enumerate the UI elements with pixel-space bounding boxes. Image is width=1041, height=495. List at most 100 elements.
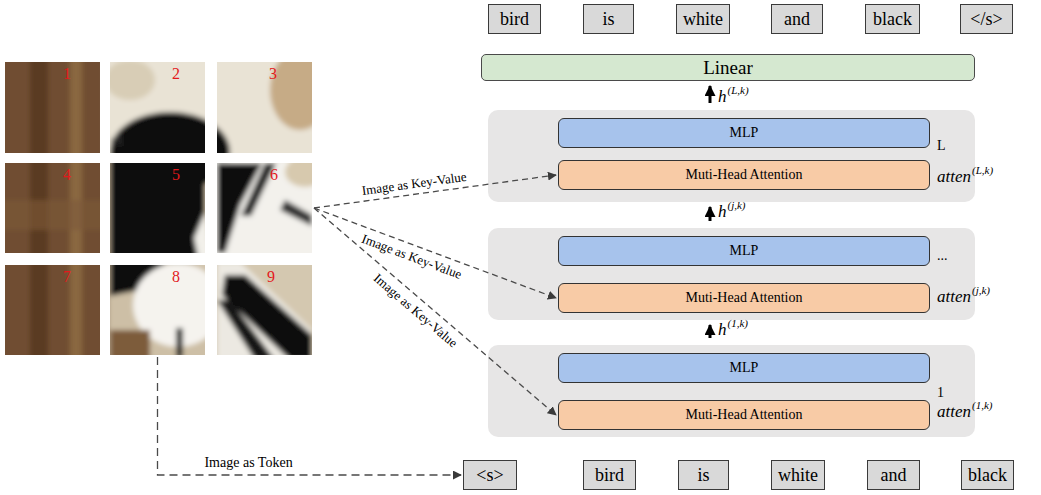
token-box: and xyxy=(867,460,920,490)
block-label: Muti-Head Attention xyxy=(685,290,802,306)
token-box: white xyxy=(676,4,730,34)
variable-name: atten xyxy=(937,402,971,421)
token-box: is xyxy=(583,4,634,34)
patch-number: 5 xyxy=(172,166,180,184)
token-text: bird xyxy=(500,9,529,30)
layer-index: ... xyxy=(937,248,948,264)
label-holder: h xyxy=(718,87,727,106)
label-holder: (j,k) xyxy=(728,195,746,213)
token-text: bird xyxy=(595,465,624,486)
block-label: MLP xyxy=(730,243,759,259)
label-holder: h xyxy=(718,320,727,339)
transformer-layer: ... MLP Muti-Head Attention xyxy=(488,228,975,320)
variable-name: h xyxy=(718,87,727,106)
token-text: black xyxy=(873,9,912,30)
token-text: white xyxy=(683,9,723,30)
token-text: black xyxy=(968,465,1007,486)
block-label: MLP xyxy=(730,125,759,141)
image-patch: 9 xyxy=(217,265,312,355)
dashed-arrow xyxy=(314,208,556,415)
edge-label-holder: Image as Key-Value xyxy=(368,267,463,352)
token-box: and xyxy=(771,4,823,34)
branch xyxy=(110,330,150,360)
linear-layer: Linear xyxy=(481,54,975,81)
edge-label: Image as Key-Value xyxy=(369,269,462,352)
token-box: bird xyxy=(583,460,636,490)
variable-name: atten xyxy=(937,167,971,186)
superscript-index: (L,k) xyxy=(972,164,993,177)
block-label: Muti-Head Attention xyxy=(685,407,802,423)
superscript-index: (1,k) xyxy=(972,399,992,412)
flow-arrow xyxy=(709,86,712,103)
variable-name: atten xyxy=(937,287,971,306)
block-label: Linear xyxy=(703,57,753,79)
image-patch: 2 xyxy=(110,62,205,153)
flow-arrow xyxy=(709,325,712,338)
mlp-block: MLP xyxy=(558,236,930,266)
mlp-block: MLP xyxy=(558,353,930,383)
patch-number: 4 xyxy=(63,166,71,184)
token-text: and xyxy=(784,9,810,30)
label-holder: atten xyxy=(937,287,971,306)
token-box: bird xyxy=(488,4,541,34)
attention-block: Muti-Head Attention xyxy=(558,400,930,430)
token-text: <s> xyxy=(476,465,503,486)
dashed-arrow xyxy=(314,208,556,298)
label-holder: h xyxy=(718,202,727,221)
patch-number: 3 xyxy=(269,65,277,83)
label-holder: (1,k) xyxy=(728,313,748,331)
token-box: <s> xyxy=(463,460,517,490)
bird-photo xyxy=(0,50,330,365)
label-holder: (L,k) xyxy=(728,80,749,98)
patch-number: 1 xyxy=(63,65,71,83)
block-label: MLP xyxy=(730,360,759,376)
image-patch: 6 xyxy=(217,163,312,253)
token-text: is xyxy=(697,465,709,486)
patch-number: 2 xyxy=(172,65,180,83)
token-text: white xyxy=(778,465,818,486)
label-holder: (j,k) xyxy=(972,280,990,298)
image-patch: 7 xyxy=(5,265,100,355)
layer-index: L xyxy=(937,138,946,154)
attention-block: Muti-Head Attention xyxy=(558,160,930,190)
bird-wing xyxy=(280,200,312,226)
patch-number: 8 xyxy=(172,268,180,286)
image-patch: 8 xyxy=(110,265,205,355)
edge-label: Image as Token xyxy=(202,455,294,471)
superscript-index: (L,k) xyxy=(728,84,749,97)
bird-wing xyxy=(217,163,262,253)
bird-white xyxy=(194,212,212,262)
attention-block: Muti-Head Attention xyxy=(558,283,930,313)
photo-ground xyxy=(212,262,322,362)
superscript-index: (j,k) xyxy=(972,284,990,297)
token-text: and xyxy=(881,465,907,486)
bark-streak xyxy=(0,200,105,230)
token-box: black xyxy=(865,4,920,34)
superscript-index: (j,k) xyxy=(728,199,746,212)
label-holder: atten xyxy=(937,167,971,186)
token-box: white xyxy=(771,460,825,490)
image-patch: 1 xyxy=(5,62,100,153)
token-text: </s> xyxy=(970,9,1002,30)
edge-label-holder: Image as Key-Value xyxy=(359,167,470,200)
leaf-blur xyxy=(285,157,325,187)
patch-number: 9 xyxy=(267,268,275,286)
edge-label: Image as Key-Value xyxy=(359,169,469,199)
edge-label-holder: Image as Token xyxy=(202,453,294,471)
flow-arrow xyxy=(709,207,712,221)
token-box: is xyxy=(678,460,729,490)
dashed-arrow xyxy=(158,357,462,475)
label-holder: (1,k) xyxy=(972,395,992,413)
patch-number: 6 xyxy=(270,166,278,184)
bird-wing-white xyxy=(217,262,312,360)
transformer-layer: 1MLPMuti-Head Attention xyxy=(488,345,975,437)
image-patch: 5 xyxy=(110,163,205,253)
bird-beak xyxy=(110,134,122,147)
dashed-arrow xyxy=(314,175,556,208)
bird-tail xyxy=(217,300,275,360)
patch-number: 7 xyxy=(63,268,71,286)
mlp-block: MLP xyxy=(558,118,930,148)
image-patch: 3 xyxy=(217,62,312,153)
image-patch: 4 xyxy=(5,163,100,253)
